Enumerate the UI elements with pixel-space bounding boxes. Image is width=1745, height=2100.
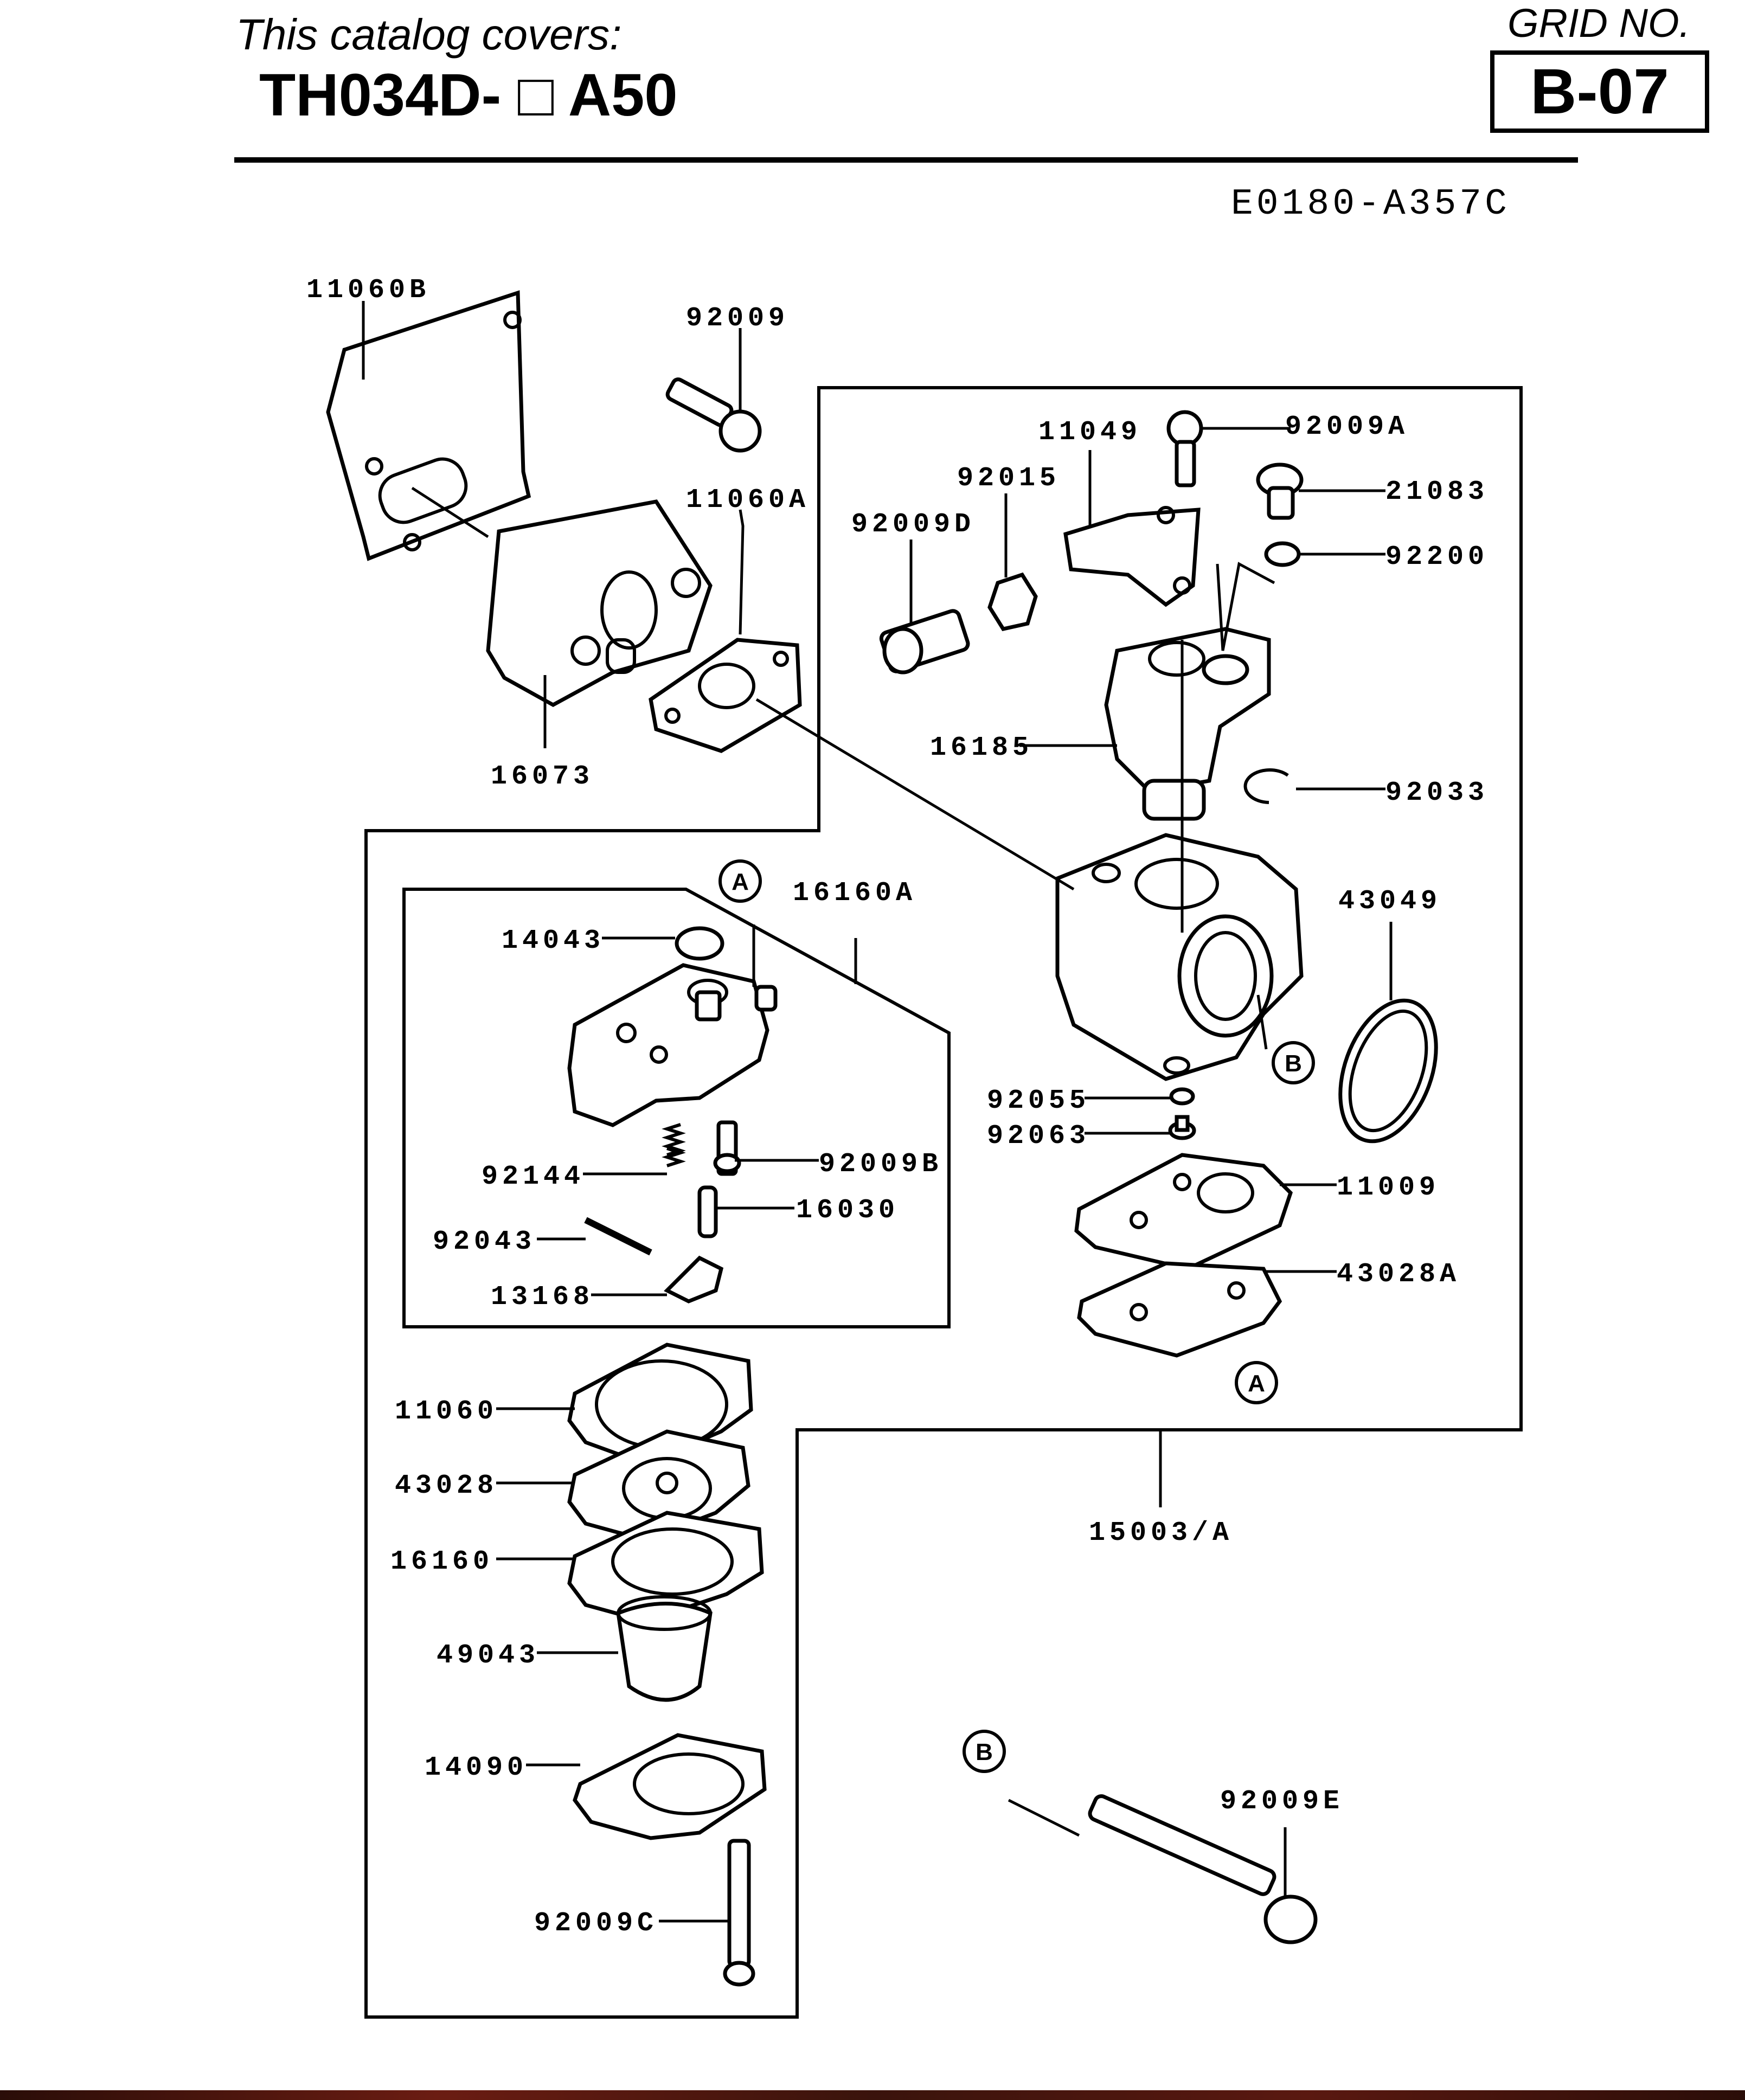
part-label-15003-a: 15003/A xyxy=(1089,1518,1233,1549)
pump-diaphragm-a xyxy=(1077,1261,1282,1358)
part-label-92033: 92033 xyxy=(1385,778,1489,808)
catalog-cover-label: This catalog covers: xyxy=(236,10,622,59)
callout-b-body-label: B xyxy=(1285,1050,1302,1077)
footer-bar xyxy=(0,2090,1745,2100)
part-label-92009c: 92009C xyxy=(534,1908,658,1939)
part-label-16185: 16185 xyxy=(930,733,1033,763)
air-filter-gasket xyxy=(1338,998,1438,1144)
part-label-14043: 14043 xyxy=(502,926,605,956)
callout-a-top: A xyxy=(718,859,762,903)
pump-body xyxy=(567,963,778,1127)
part-label-16160: 16160 xyxy=(390,1546,493,1577)
grid-number-box: B-07 xyxy=(1490,50,1709,133)
callout-b-bolt-label: B xyxy=(976,1739,993,1765)
throttle-lever xyxy=(1063,506,1201,607)
carburetor-body xyxy=(1055,833,1304,1081)
part-label-43028a: 43028A xyxy=(1337,1259,1460,1290)
carburetor-assembly-frame xyxy=(364,386,1523,2019)
part-label-43049: 43049 xyxy=(1338,886,1441,917)
metering-lever-pin xyxy=(584,1217,652,1256)
pump-body-assembly-frame xyxy=(402,888,951,1328)
part-label-92009e: 92009E xyxy=(1220,1786,1344,1817)
lever-screw xyxy=(1166,410,1203,487)
part-label-92009a: 92009A xyxy=(1285,412,1409,442)
diaphragm-cover xyxy=(567,1511,764,1623)
part-label-16073: 16073 xyxy=(491,761,594,792)
part-label-11009: 11009 xyxy=(1337,1172,1440,1203)
header-rule xyxy=(234,157,1578,163)
carburetor-long-bolt xyxy=(1088,1794,1318,1944)
inlet-needle xyxy=(697,1185,718,1238)
callout-b-body: B xyxy=(1272,1041,1315,1084)
part-label-92063: 92063 xyxy=(987,1121,1090,1152)
primer-bulb xyxy=(616,1595,713,1702)
part-labels: 11060B 92009 11060A 16073 11049 92009A 9… xyxy=(306,275,1489,1939)
throttle-collar xyxy=(879,609,970,675)
callout-a-bottom-label: A xyxy=(1248,1370,1265,1397)
part-label-92015: 92015 xyxy=(957,463,1060,494)
needle-o-ring xyxy=(1169,1087,1195,1106)
part-label-92009d: 92009D xyxy=(851,509,975,540)
grid-number: B-07 xyxy=(1530,56,1669,127)
part-label-11060a: 11060A xyxy=(686,485,810,516)
part-label-92043: 92043 xyxy=(433,1226,536,1257)
lever-nut xyxy=(987,572,1038,631)
part-label-21083: 21083 xyxy=(1385,477,1489,508)
part-label-92055: 92055 xyxy=(987,1086,1090,1116)
carburetor-insulator xyxy=(486,499,713,707)
part-label-11060: 11060 xyxy=(395,1396,498,1427)
insulator-gasket xyxy=(649,638,802,753)
model-code: TH034D- □ A50 xyxy=(259,62,678,129)
part-label-92144: 92144 xyxy=(482,1161,585,1192)
callout-a-bottom: A xyxy=(1235,1361,1278,1404)
idle-adjust-screw xyxy=(1256,463,1304,520)
intake-gasket xyxy=(326,290,531,561)
part-label-14090: 14090 xyxy=(425,1752,528,1783)
part-label-16160a: 16160A xyxy=(793,878,916,909)
needle-screw xyxy=(1168,1115,1196,1140)
primer-cover xyxy=(573,1733,767,1840)
part-label-92200: 92200 xyxy=(1385,542,1489,573)
leader-lines xyxy=(362,301,1393,1923)
metering-diaphragm xyxy=(567,1429,750,1542)
part-label-13168: 13168 xyxy=(491,1282,594,1313)
insulator-screw xyxy=(665,377,762,453)
cover-long-screw xyxy=(723,1839,755,1987)
diagram-reference-code: E0180-A357C xyxy=(1231,183,1510,225)
part-label-92009b: 92009B xyxy=(819,1149,942,1180)
callout-b-bolt: B xyxy=(963,1730,1006,1773)
part-label-43028: 43028 xyxy=(395,1470,498,1501)
pump-gasket xyxy=(1074,1153,1293,1271)
throttle-shaft-housing xyxy=(1104,627,1271,821)
callout-a-top-label: A xyxy=(732,869,749,895)
part-label-16030: 16030 xyxy=(796,1195,899,1226)
metering-lever-screw xyxy=(713,1120,741,1176)
metering-lever xyxy=(664,1255,724,1303)
part-label-49043: 49043 xyxy=(437,1640,540,1671)
part-label-92009: 92009 xyxy=(686,303,789,334)
welch-plug xyxy=(675,926,724,961)
part-label-11049: 11049 xyxy=(1038,417,1141,448)
adjust-screw-washer xyxy=(1264,541,1301,567)
part-label-11060b: 11060B xyxy=(306,275,430,306)
metering-spring xyxy=(662,1123,686,1167)
shaft-e-clip xyxy=(1243,768,1289,804)
grid-number-label: GRID NO. xyxy=(1507,1,1691,46)
